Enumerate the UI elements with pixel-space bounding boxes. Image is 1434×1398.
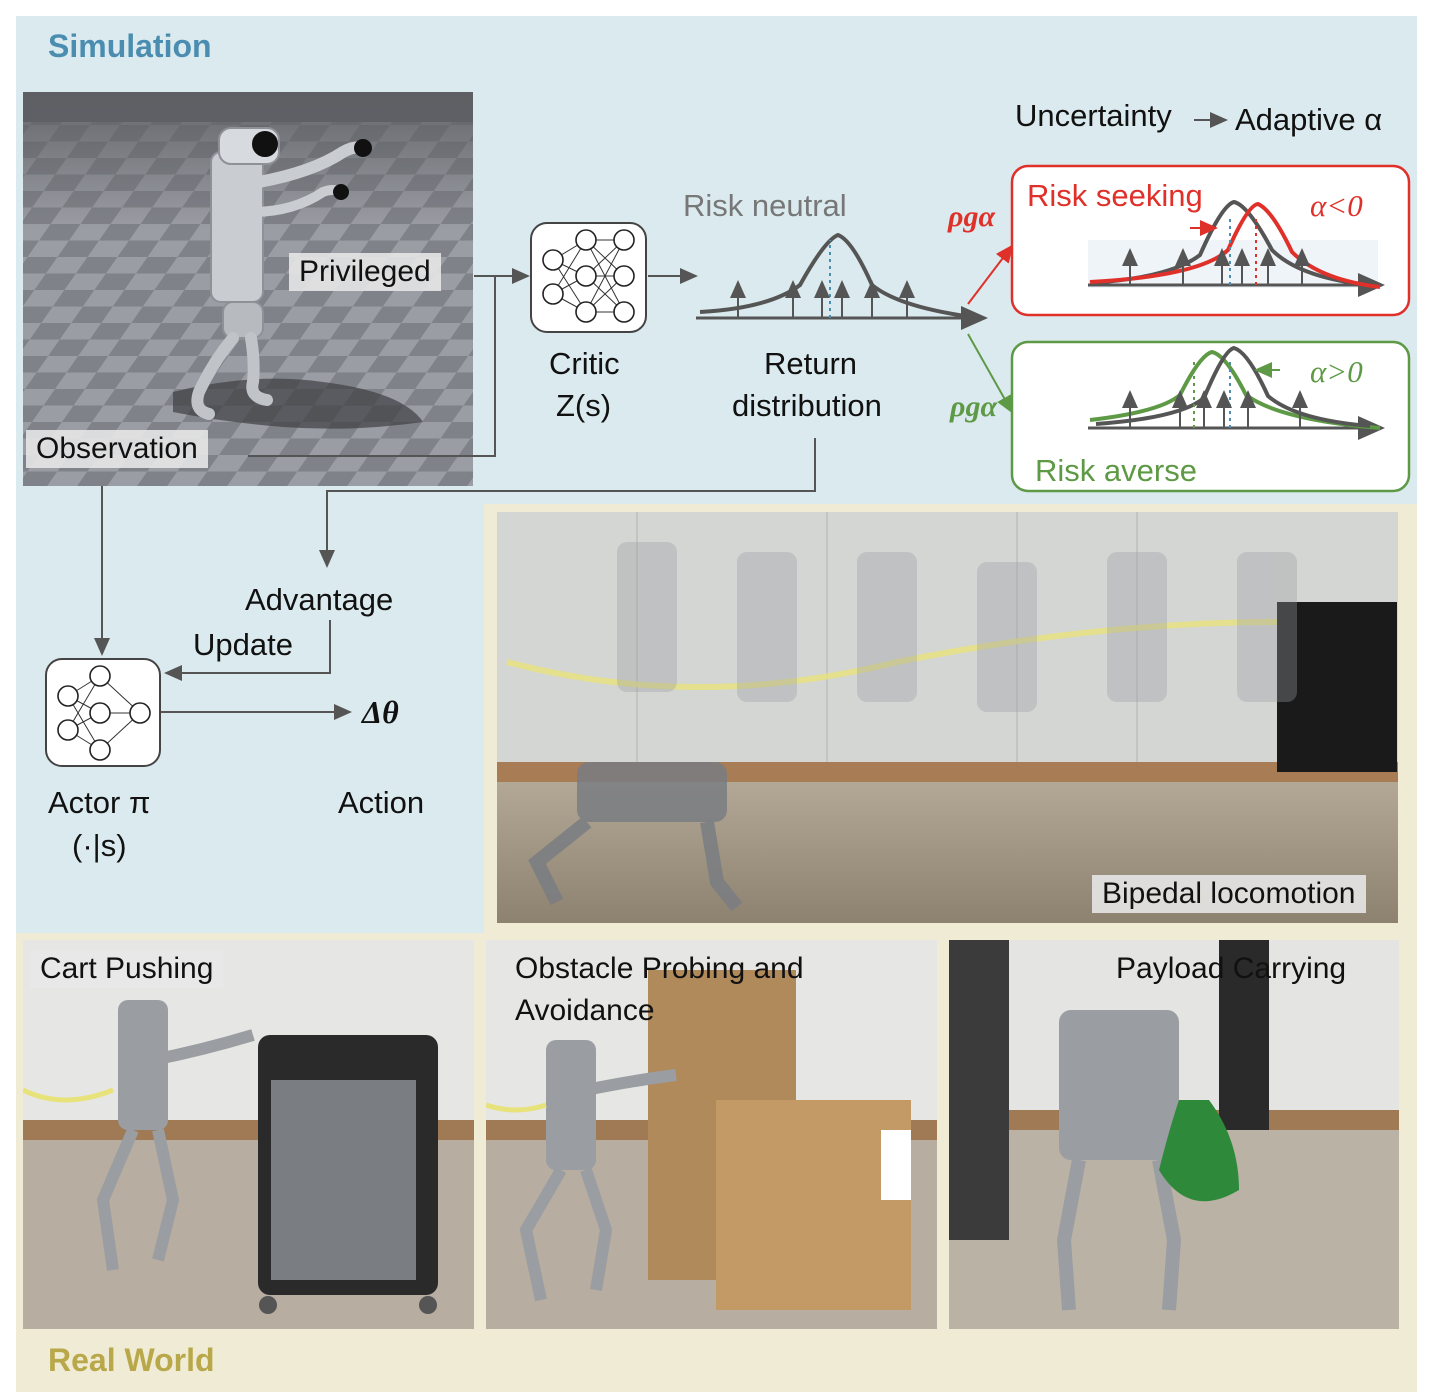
cart-pushing-label: Cart Pushing	[30, 950, 224, 988]
risk-neutral-label: Risk neutral	[683, 188, 847, 223]
privileged-label: Privileged	[289, 253, 441, 291]
payload-photo-svg	[949, 940, 1399, 1329]
critic-network-icon	[530, 222, 647, 333]
payload-carrying-label: Payload Carrying	[1116, 952, 1347, 985]
distribution-label: distribution	[732, 388, 882, 423]
critic-label: Critic	[549, 346, 620, 381]
alpha-negative-label: α<0	[1310, 188, 1363, 223]
advantage-label: Advantage	[245, 582, 394, 617]
observation-label: Observation	[26, 430, 208, 468]
real-world-title: Real World	[48, 1342, 215, 1378]
risk-averse-label: Risk averse	[1035, 453, 1197, 488]
cart-photo-svg	[23, 940, 474, 1329]
obstacle-probing-photo	[486, 940, 937, 1329]
rho-risk-averse-label: ρgα	[950, 390, 998, 423]
risk-averse-distribution	[1088, 345, 1385, 440]
cart-pushing-photo	[23, 940, 474, 1329]
risk-neutral-distribution	[696, 232, 988, 330]
critic-function-label: Z(s)	[556, 388, 612, 423]
payload-carrying-photo	[949, 940, 1399, 1329]
delta-theta-label: Δθ	[362, 694, 399, 730]
action-label: Action	[338, 785, 425, 820]
update-arrow	[164, 620, 331, 681]
bipedal-locomotion-photo	[497, 512, 1398, 923]
bipedal-photo-svg	[497, 512, 1398, 923]
risk-seeking-label: Risk seeking	[1027, 178, 1203, 213]
actor-network-icon	[45, 658, 161, 767]
bipedal-locomotion-label: Bipedal locomotion	[1092, 875, 1366, 913]
return-label: Return	[764, 346, 858, 381]
observation-to-critic-line	[248, 276, 496, 457]
alpha-positive-label: α>0	[1310, 354, 1363, 389]
obstacle-probing-label: Obstacle Probing and	[515, 952, 804, 985]
obstacle-photo-svg	[486, 940, 937, 1329]
update-label: Update	[193, 627, 293, 662]
actor-policy-label: (·|s)	[72, 828, 127, 863]
robot-figure	[191, 127, 372, 420]
risk-averse-branch-arrow	[967, 333, 1013, 414]
simulation-title: Simulation	[48, 28, 212, 64]
obstacle-avoidance-label: Avoidance	[515, 994, 655, 1027]
risk-averse-box	[1010, 340, 1411, 493]
uncertainty-label: Uncertainty	[1015, 98, 1172, 133]
risk-seeking-branch-arrow	[967, 244, 1014, 305]
adaptive-alpha-label: Adaptive α	[1235, 102, 1383, 137]
risk-seeking-distribution	[1088, 199, 1385, 297]
actor-label: Actor π	[48, 785, 151, 820]
return-to-advantage-arrow	[319, 438, 816, 568]
rho-risk-seeking-label: ρgα	[948, 200, 996, 233]
